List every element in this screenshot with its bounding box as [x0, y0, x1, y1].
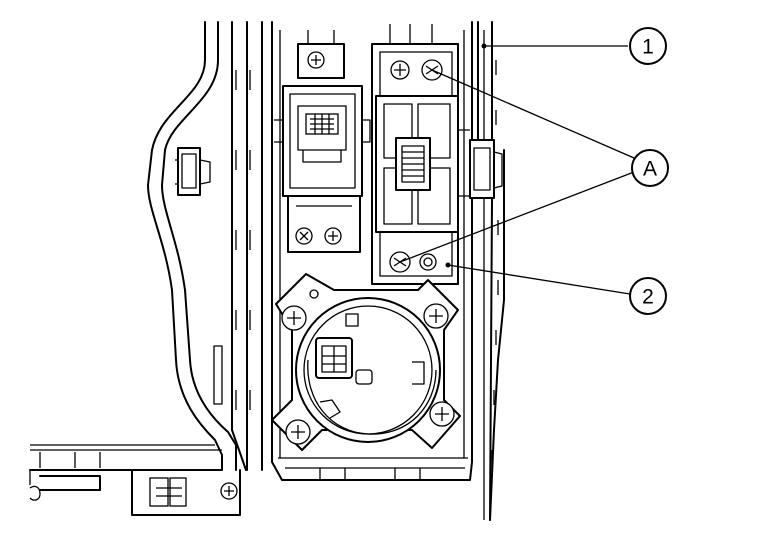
upper-connector-module — [274, 30, 371, 253]
round-module — [271, 273, 461, 451]
callout-badge-1: 1 — [629, 27, 667, 65]
callout-label-2: 2 — [642, 286, 654, 309]
callout-badge-2: 2 — [629, 277, 667, 315]
center-housing — [271, 21, 473, 481]
callout-badge-a: A — [631, 149, 669, 187]
callout-label-1: 1 — [642, 36, 654, 59]
right-trim-panel — [469, 21, 505, 521]
leader-lines — [399, 43, 635, 295]
left-console-panel — [29, 21, 241, 516]
callout-label-a: A — [643, 158, 657, 181]
leader-line-a-upper — [431, 69, 635, 159]
leader-line-2 — [447, 264, 631, 295]
leader-line-a-lower — [399, 171, 635, 263]
switch-module — [371, 24, 470, 285]
left-frame-rail — [231, 21, 263, 471]
